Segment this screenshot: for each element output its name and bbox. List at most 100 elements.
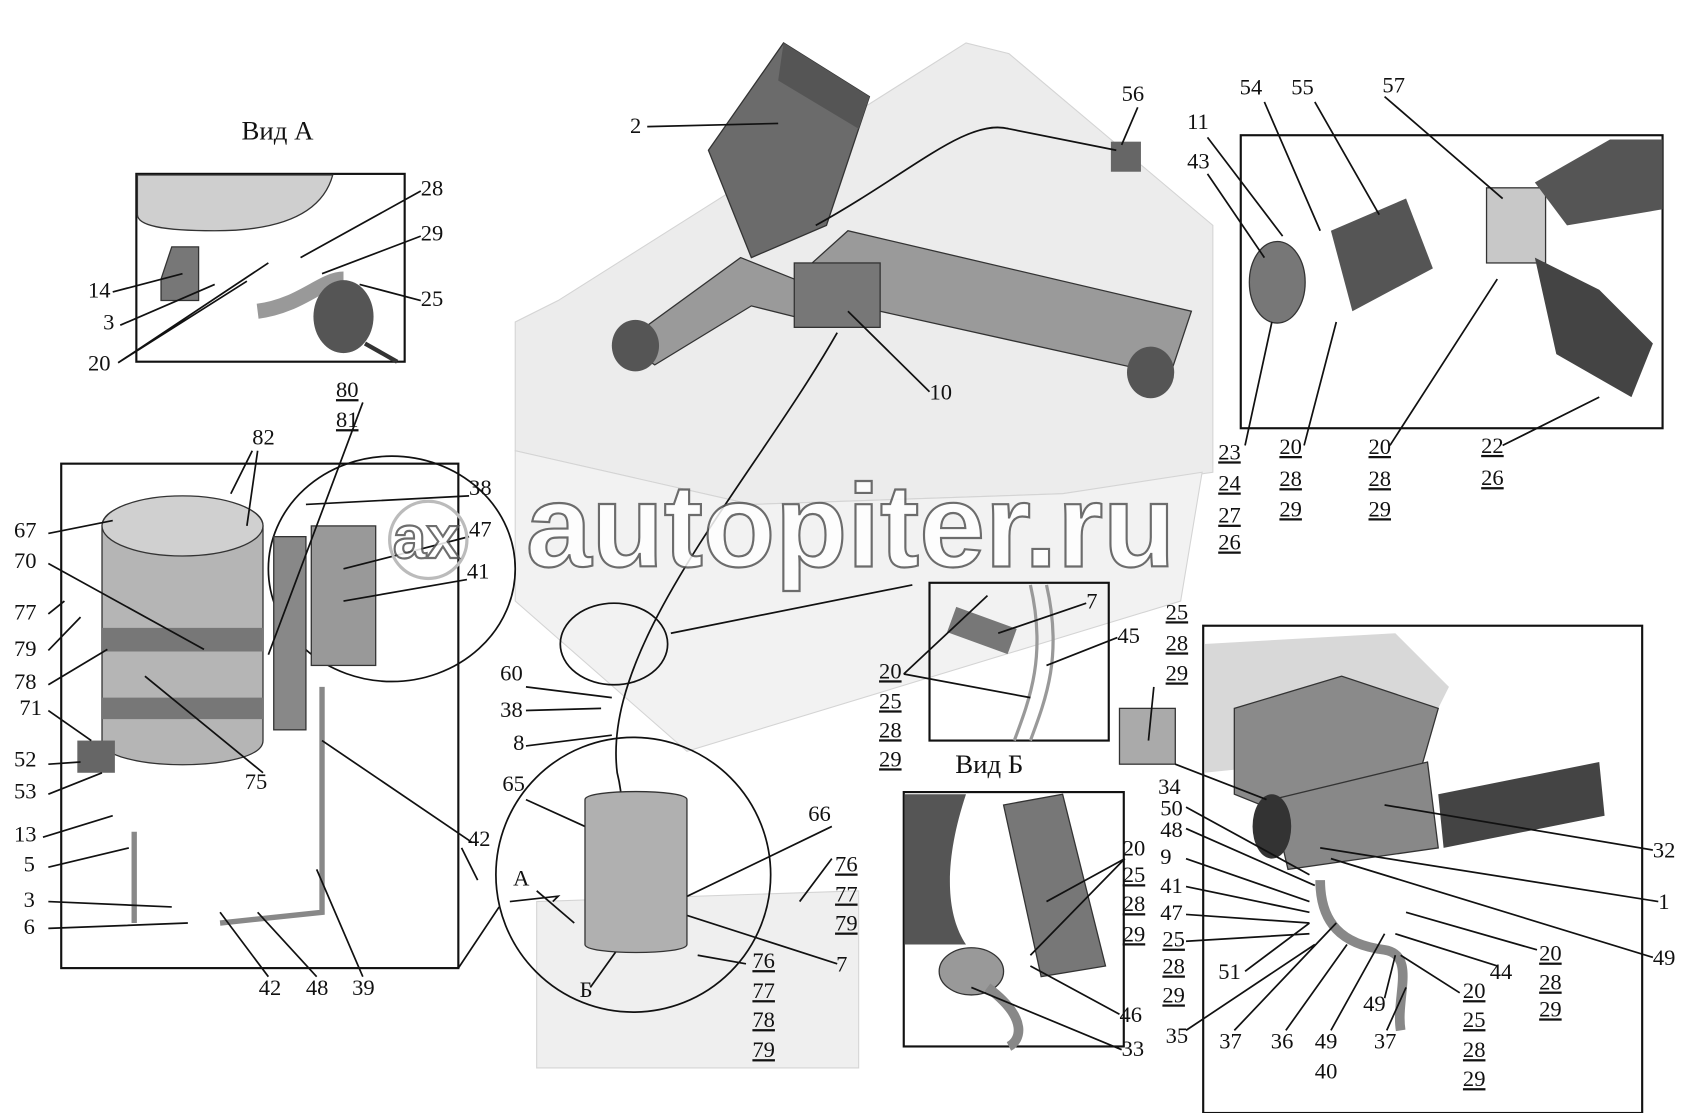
callout-label: 25: [879, 688, 902, 713]
drawing-shape: [1330, 198, 1433, 312]
callout-label: 49: [1653, 945, 1676, 970]
drawing-shape: [1485, 187, 1547, 264]
callout-label: 48: [1160, 817, 1183, 842]
callout-label: 41: [467, 559, 490, 584]
callout-label: 5: [24, 852, 35, 877]
callout-label: autopiter.ru: [526, 461, 1175, 593]
callout-label: 40: [1315, 1059, 1338, 1084]
callout-label: 75: [245, 769, 268, 794]
tank-illustration: [77, 495, 377, 926]
drawing-shape: [947, 606, 1017, 655]
callout-label: 7: [836, 951, 847, 976]
drawing-shape: [102, 697, 263, 720]
drawing-shape: [1534, 139, 1663, 226]
callout-label: 3: [103, 309, 114, 334]
part-56: [1110, 141, 1141, 172]
drawing-shape: [310, 525, 377, 667]
callout-label: 29: [1162, 982, 1185, 1007]
callout-label: 28: [1166, 630, 1189, 655]
drawing-shape: [514, 450, 1203, 752]
callout-label: 37: [1219, 1029, 1242, 1054]
callout-label: 77: [14, 599, 37, 624]
callout-label: 79: [752, 1037, 775, 1062]
callout-label: 53: [14, 779, 37, 804]
drawing-shape: [1002, 793, 1107, 978]
bottom-right-detail-box: [1202, 624, 1644, 1113]
callout-label: 79: [835, 911, 858, 936]
right-callouts: 25 28 29 34 50 48 9 41 47 25 28 29 32 1 …: [1147, 599, 1676, 1091]
callout-label: 54: [1240, 74, 1263, 99]
leader-line: [815, 126, 1117, 227]
heater-housing: [611, 42, 1193, 399]
callout-label: 77: [752, 978, 775, 1003]
callout-label: 42: [468, 826, 491, 851]
leader-line: [1147, 686, 1659, 1032]
drawing-shape: [101, 495, 264, 557]
callout-label: 11: [1187, 109, 1209, 134]
callout-label: 29: [1539, 996, 1562, 1021]
callout-label: 28: [1279, 466, 1302, 491]
bracket-inset: [1118, 707, 1176, 765]
drawing-shape: [1126, 346, 1175, 399]
callout-label: 52: [14, 746, 37, 771]
callout-label: 39: [352, 975, 375, 1000]
callout-label: 44: [1490, 959, 1513, 984]
view-b-box: [928, 581, 1110, 742]
drawing-shape: [313, 280, 374, 354]
callout-label: Вид Б: [955, 749, 1023, 779]
callout-label: 76: [752, 948, 775, 973]
callout-label: 10: [930, 379, 953, 404]
callout-label: 24: [1218, 470, 1241, 495]
drawing-shape: [388, 499, 469, 581]
callout-label: 78: [752, 1007, 775, 1032]
callout-label: 20: [1368, 434, 1391, 459]
leader-line: [559, 602, 669, 686]
callout-label: 22: [1481, 433, 1504, 458]
heater-unit-illustration: [1204, 633, 1605, 1032]
drawing-shape: [584, 790, 688, 954]
callout-label: 76: [835, 852, 858, 877]
drawing-shape: [1438, 762, 1605, 848]
callout-label: 1: [1658, 889, 1669, 914]
callout-label: 80: [336, 377, 359, 402]
callout-label: 82: [252, 424, 275, 449]
drawing-shape: [1248, 240, 1306, 324]
left-detail-box: [60, 462, 460, 970]
leader-line: [971, 857, 1126, 1051]
callout-label: 28: [1368, 466, 1391, 491]
callout-label: 27: [1218, 503, 1241, 528]
callout-label: 25: [1123, 862, 1146, 887]
callout-label: ax: [393, 504, 460, 571]
callout-label: 57: [1382, 72, 1405, 97]
view-a-box: [135, 172, 406, 363]
callout-label: 46: [1119, 1002, 1142, 1027]
callout-label: 7: [1086, 589, 1097, 614]
callout-label: 77: [835, 882, 858, 907]
callout-label: 29: [421, 220, 444, 245]
callout-label: 9: [1160, 844, 1171, 869]
callout-label: 29: [1463, 1066, 1486, 1091]
callout-label: 29: [1123, 921, 1146, 946]
callout-label: 25: [1162, 927, 1185, 952]
callout-label: 49: [1315, 1029, 1338, 1054]
callout-label: 29: [879, 746, 902, 771]
callout-label: 25: [1463, 1007, 1486, 1032]
callout-label: 34: [1158, 774, 1181, 799]
view-a-illustration: [136, 174, 399, 364]
callout-label: 47: [1160, 900, 1183, 925]
drawing-shape: [984, 983, 1024, 1051]
drawing-shape: [793, 262, 881, 328]
drawing-shape: [256, 271, 345, 319]
callout-label: 37: [1374, 1029, 1397, 1054]
center-callouts: 2 56 10 60 38 8 65 66 76 77 79 А Б 7 76 …: [495, 81, 1144, 1062]
leader-line: [495, 736, 772, 1013]
watermark: ax autopiter.ru: [388, 460, 1176, 594]
lower-detail-illustration: [904, 793, 1107, 1051]
callout-label: 71: [19, 695, 42, 720]
callout-label: 20: [1123, 835, 1146, 860]
view-b-callouts: 7 45 20 25 28 29 Вид Б: [879, 589, 1140, 779]
callout-label: 35: [1166, 1023, 1189, 1048]
callout-label: 13: [14, 821, 37, 846]
callout-label: 55: [1291, 74, 1314, 99]
